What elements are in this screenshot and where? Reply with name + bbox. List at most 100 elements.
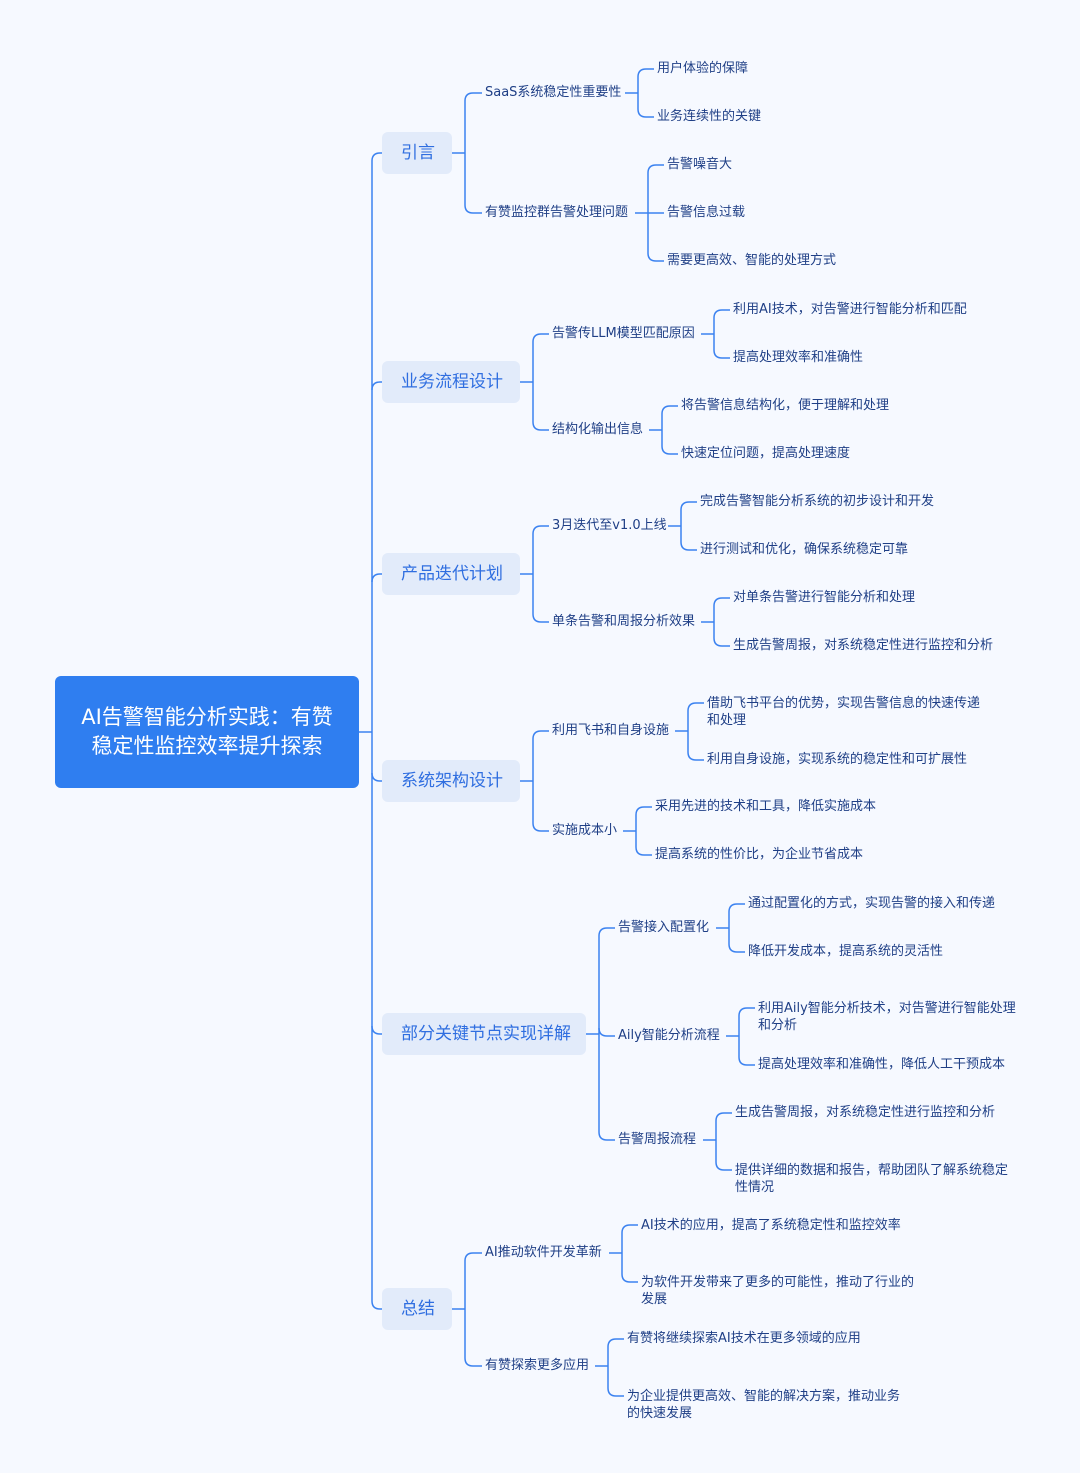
branch-topic-label: 部分关键节点实现详解 bbox=[401, 1024, 571, 1044]
branch-topic[interactable]: 系统架构设计 bbox=[382, 760, 520, 802]
leaf-topic[interactable]: 为企业提供更高效、智能的解决方案，推动业务的快速发展 bbox=[627, 1389, 901, 1421]
branch-connector-arm-0 bbox=[532, 333, 549, 343]
subtopic[interactable]: 有赞探索更多应用 bbox=[485, 1358, 590, 1373]
root-connector-arm-2 bbox=[371, 573, 382, 583]
subtopic[interactable]: 3月迭代至v1.0上线 bbox=[552, 518, 667, 533]
subtopic-connector-arm-0 bbox=[715, 1112, 732, 1122]
leaf-topic[interactable]: 提供详细的数据和报告，帮助团队了解系统稳定性情况 bbox=[735, 1163, 1009, 1195]
branch-connector-arm-1 bbox=[532, 822, 549, 832]
subtopic-connector-arm-2 bbox=[647, 252, 664, 262]
leaf-topic[interactable]: AI技术的应用，提高了系统稳定性和监控效率 bbox=[641, 1218, 901, 1233]
branch-connector-arm-2 bbox=[598, 1131, 615, 1141]
subtopic[interactable]: 告警周报流程 bbox=[618, 1132, 697, 1147]
subtopic-connector-arm-1 bbox=[621, 1273, 638, 1283]
branch-connector-arm-1 bbox=[598, 1027, 615, 1037]
branch-topic[interactable]: 总结 bbox=[382, 1288, 452, 1330]
leaf-topic[interactable]: 有赞将继续探索AI技术在更多领域的应用 bbox=[627, 1331, 861, 1346]
root-topic[interactable]: AI告警智能分析实践：有赞稳定性监控效率提升探索 bbox=[55, 676, 359, 788]
root-connector-arm-0 bbox=[371, 152, 382, 162]
root-connector-arm-1 bbox=[371, 381, 382, 391]
subtopic-connector-arm-1 bbox=[715, 1161, 732, 1171]
branch-topic-label: 系统架构设计 bbox=[401, 771, 503, 791]
branch-topic-label: 总结 bbox=[401, 1299, 435, 1319]
leaf-topic[interactable]: 告警信息过载 bbox=[667, 205, 746, 220]
leaf-topic[interactable]: 将告警信息结构化，便于理解和处理 bbox=[681, 398, 890, 413]
leaf-topic[interactable]: 生成告警周报，对系统稳定性进行监控和分析 bbox=[735, 1105, 996, 1120]
subtopic-connector-arm-0 bbox=[647, 164, 664, 174]
branch-connector-arm-1 bbox=[532, 613, 549, 623]
leaf-topic[interactable]: 完成告警智能分析系统的初步设计和开发 bbox=[700, 494, 935, 509]
leaf-topic[interactable]: 为软件开发带来了更多的可能性，推动了行业的发展 bbox=[641, 1275, 915, 1307]
branch-connector-arm-0 bbox=[464, 92, 482, 102]
subtopic-connector-arm-1 bbox=[728, 943, 745, 953]
leaf-topic[interactable]: 生成告警周报，对系统稳定性进行监控和分析 bbox=[733, 638, 994, 653]
subtopic-connector-arm-1 bbox=[687, 751, 704, 761]
branch-topic-label: 业务流程设计 bbox=[401, 372, 503, 392]
subtopic[interactable]: AI推动软件开发革新 bbox=[485, 1245, 602, 1260]
branch-connector-arm-1 bbox=[464, 204, 482, 214]
subtopic-connector-arm-1 bbox=[713, 349, 730, 359]
subtopic[interactable]: 利用飞书和自身设施 bbox=[552, 723, 670, 738]
branch-topic[interactable]: 引言 bbox=[382, 132, 452, 174]
subtopic-connector-arm-0 bbox=[738, 1007, 755, 1017]
branch-connector-arm-1 bbox=[532, 421, 549, 431]
leaf-topic[interactable]: 借助飞书平台的优势，实现告警信息的快速传递和处理 bbox=[707, 696, 981, 728]
leaf-topic[interactable]: 业务连续性的关键 bbox=[657, 109, 762, 124]
subtopic[interactable]: 告警接入配置化 bbox=[618, 920, 710, 935]
leaf-topic[interactable]: 采用先进的技术和工具，降低实施成本 bbox=[655, 799, 877, 814]
leaf-topic[interactable]: 提高处理效率和准确性 bbox=[733, 350, 864, 365]
subtopic[interactable]: SaaS系统稳定性重要性 bbox=[485, 85, 622, 100]
subtopic-connector-arm-0 bbox=[635, 806, 652, 816]
branch-topic[interactable]: 业务流程设计 bbox=[382, 361, 520, 403]
subtopic-connector-arm-1 bbox=[661, 445, 678, 455]
leaf-topic[interactable]: 用户体验的保障 bbox=[657, 61, 749, 76]
leaf-topic[interactable]: 提高系统的性价比，为企业节省成本 bbox=[655, 847, 864, 862]
subtopic[interactable]: 实施成本小 bbox=[552, 823, 618, 838]
leaf-topic[interactable]: 通过配置化的方式，实现告警的接入和传递 bbox=[748, 896, 996, 911]
subtopic[interactable]: 有赞监控群告警处理问题 bbox=[485, 205, 629, 220]
subtopic[interactable]: Aily智能分析流程 bbox=[618, 1028, 720, 1043]
root-topic-title: AI告警智能分析实践：有赞稳定性监控效率提升探索 bbox=[81, 705, 333, 758]
subtopic-connector-arm-1 bbox=[635, 846, 652, 856]
branch-connector-arm-0 bbox=[532, 525, 549, 535]
leaf-topic[interactable]: 利用自身设施，实现系统的稳定性和可扩展性 bbox=[707, 752, 968, 767]
root-connector-arm-5 bbox=[371, 1300, 382, 1310]
subtopic[interactable]: 告警传LLM模型匹配原因 bbox=[552, 326, 695, 341]
leaf-topic[interactable]: 进行测试和优化，确保系统稳定可靠 bbox=[700, 542, 909, 557]
subtopic-connector-arm-0 bbox=[713, 597, 730, 607]
leaf-topic[interactable]: 需要更高效、智能的处理方式 bbox=[667, 253, 837, 268]
branch-topic[interactable]: 部分关键节点实现详解 bbox=[382, 1013, 586, 1055]
subtopic-connector-arm-0 bbox=[637, 68, 654, 78]
subtopic-connector-arm-0 bbox=[687, 702, 704, 712]
leaf-topic[interactable]: 对单条告警进行智能分析和处理 bbox=[733, 590, 916, 605]
leaf-topic[interactable]: 利用Aily智能分析技术，对告警进行智能处理和分析 bbox=[758, 1001, 1016, 1033]
branch-topic-label: 产品迭代计划 bbox=[401, 564, 503, 584]
root-connector-arm-3 bbox=[371, 772, 382, 782]
subtopic-connector-arm-1 bbox=[738, 1056, 755, 1066]
branch-connector-arm-0 bbox=[532, 730, 549, 740]
subtopic-connector-arm-0 bbox=[728, 903, 745, 913]
subtopic[interactable]: 结构化输出信息 bbox=[552, 422, 644, 437]
root-connector-arm-4 bbox=[371, 1025, 382, 1035]
leaf-topic[interactable]: 快速定位问题，提高处理速度 bbox=[681, 446, 851, 461]
subtopic-connector-arm-0 bbox=[713, 309, 730, 319]
subtopic-connector-arm-1 bbox=[713, 637, 730, 647]
subtopic-connector-arm-0 bbox=[680, 501, 697, 511]
branch-connector-arm-0 bbox=[464, 1252, 482, 1262]
subtopic-connector-arm-1 bbox=[680, 541, 697, 551]
leaf-topic[interactable]: 降低开发成本，提高系统的灵活性 bbox=[748, 944, 944, 959]
branch-connector-arm-1 bbox=[464, 1357, 482, 1367]
subtopic-connector-arm-0 bbox=[661, 405, 678, 415]
subtopic[interactable]: 单条告警和周报分析效果 bbox=[552, 614, 696, 629]
branch-topic-label: 引言 bbox=[401, 143, 435, 163]
subtopic-connector-arm-1 bbox=[637, 108, 654, 118]
subtopic-connector-arm-0 bbox=[621, 1224, 638, 1234]
leaf-topic[interactable]: 提高处理效率和准确性，降低人工干预成本 bbox=[758, 1057, 1006, 1072]
branch-topic[interactable]: 产品迭代计划 bbox=[382, 553, 520, 595]
branch-connector-arm-0 bbox=[598, 927, 615, 937]
leaf-topic[interactable]: 告警噪音大 bbox=[667, 157, 733, 172]
leaf-topic[interactable]: 利用AI技术，对告警进行智能分析和匹配 bbox=[733, 302, 967, 317]
subtopic-connector-arm-1 bbox=[607, 1387, 624, 1397]
